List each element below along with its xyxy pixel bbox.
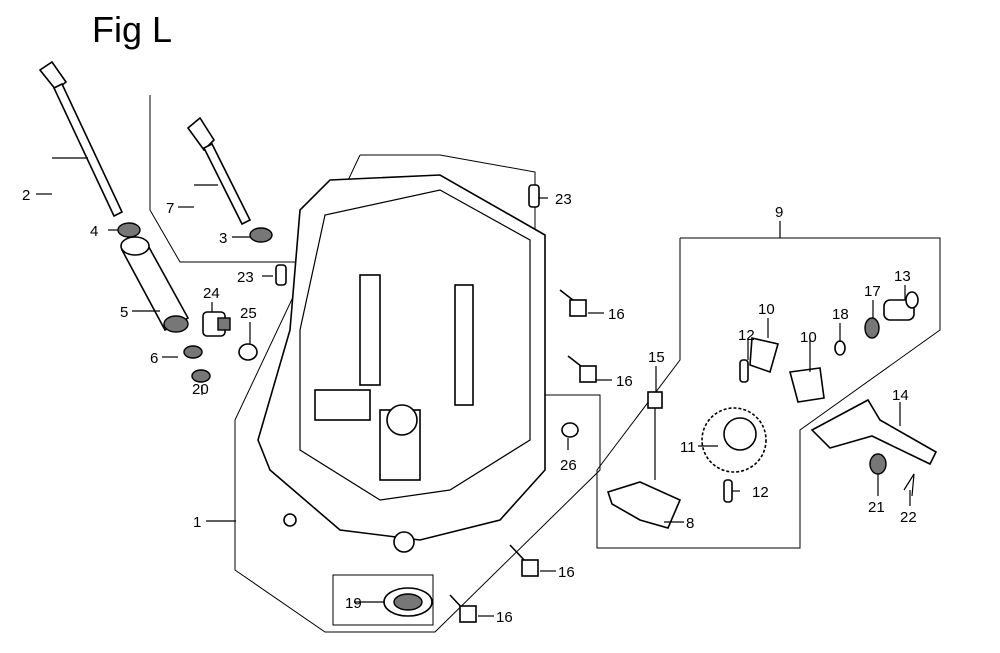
bolt-16d <box>449 594 477 623</box>
pin-12b <box>723 479 733 503</box>
callout-numbers: 2 4 7 3 5 6 20 24 25 23 23 16 16 16 16 1… <box>22 187 917 626</box>
o-ring-4 <box>117 222 141 238</box>
callout-6: 6 <box>150 350 158 367</box>
leader-lines <box>36 157 911 617</box>
dowel-pin-23b <box>275 264 287 286</box>
callout-20: 20 <box>192 381 209 398</box>
weight-10a <box>749 337 780 374</box>
callout-10-upper: 10 <box>758 301 775 318</box>
bolt-15 <box>647 391 663 480</box>
figure-title: Fig L <box>92 9 172 50</box>
dowel-pin-23a <box>528 184 540 208</box>
callout-18: 18 <box>832 306 849 323</box>
governor-arm-14 <box>810 398 938 466</box>
o-ring-3 <box>249 227 273 243</box>
washer-17 <box>864 317 880 339</box>
callout-2: 2 <box>22 187 30 204</box>
governor-gear-11 <box>701 407 767 473</box>
bolt-16c <box>509 544 539 577</box>
callout-19: 19 <box>345 595 362 612</box>
bolt-16a <box>559 289 587 317</box>
callout-4: 4 <box>90 223 98 240</box>
callout-7: 7 <box>166 200 174 217</box>
slider-13 <box>883 291 919 321</box>
oil-filler-tube <box>120 236 190 333</box>
washer-6 <box>183 345 203 359</box>
callout-24: 24 <box>203 285 220 302</box>
callout-16-bottom: 16 <box>496 609 513 626</box>
callout-13: 13 <box>894 268 911 285</box>
nut-21 <box>869 453 887 475</box>
callout-12-lower: 12 <box>752 484 769 501</box>
callout-25: 25 <box>240 305 257 322</box>
callout-9: 9 <box>775 204 783 221</box>
governor-plate-8 <box>606 481 682 529</box>
group-boundaries <box>149 95 941 633</box>
callout-26: 26 <box>560 457 577 474</box>
callout-11: 11 <box>680 439 696 456</box>
spring-clip-22 <box>903 473 915 497</box>
callout-23-top: 23 <box>555 191 572 208</box>
callout-16-top: 16 <box>608 306 625 323</box>
callout-21: 21 <box>868 499 885 516</box>
callout-3: 3 <box>219 230 227 247</box>
callout-5: 5 <box>120 304 128 321</box>
callout-16-mid: 16 <box>616 373 633 390</box>
dipstick-short <box>186 116 252 226</box>
callout-10-lower: 10 <box>800 329 817 346</box>
callout-1: 1 <box>193 514 201 531</box>
washer-20 <box>191 369 211 383</box>
drain-plug-24 <box>202 311 231 337</box>
weight-10b <box>788 367 825 403</box>
bolt-16b <box>567 355 597 383</box>
callout-17: 17 <box>864 283 881 300</box>
callout-12-upper: 12 <box>738 327 755 344</box>
plug-26 <box>561 422 579 438</box>
callout-23-left: 23 <box>237 269 254 286</box>
callout-8: 8 <box>686 515 694 532</box>
pin-12a <box>739 359 749 383</box>
crankcase-cover <box>257 174 546 553</box>
washer-25 <box>238 343 258 361</box>
clip-18 <box>834 340 846 356</box>
callout-16-low: 16 <box>558 564 575 581</box>
oil-seal-19 <box>383 587 433 617</box>
callout-14: 14 <box>892 387 909 404</box>
callout-15: 15 <box>648 349 665 366</box>
callout-22: 22 <box>900 509 917 526</box>
dipstick-long <box>38 60 124 218</box>
